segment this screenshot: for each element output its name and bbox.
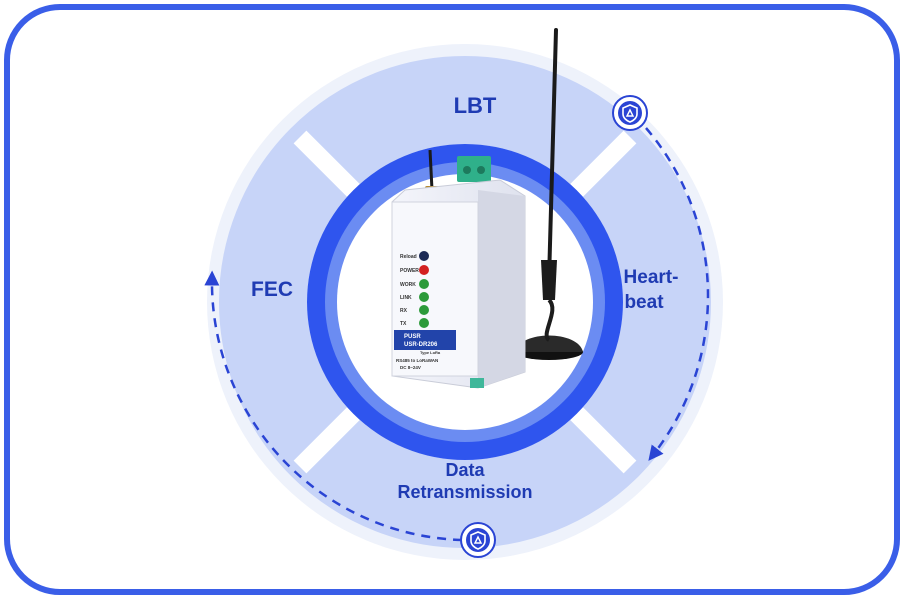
terminal-block xyxy=(457,156,491,182)
segment-band xyxy=(219,56,711,548)
led-label-work: WORK xyxy=(400,282,416,288)
led-work xyxy=(419,279,429,289)
led-label-tx: TX xyxy=(400,321,407,327)
arrow-right-dashed xyxy=(645,127,710,461)
reload-label: Reload xyxy=(400,254,417,260)
lora-device: Reload POWER WORK LINK RX TX PUSR USR-DR… xyxy=(391,149,526,389)
shield-badge-icon xyxy=(612,95,648,131)
segment-label-data: Data xyxy=(445,460,485,480)
segment-label-heartbeat-1: Heart- xyxy=(624,267,679,288)
desc-text-2: DC 8~24V xyxy=(400,365,421,370)
model-label-strip xyxy=(394,330,456,350)
reload-button xyxy=(419,251,429,261)
model-text: USR-DR206 xyxy=(404,342,438,348)
segment-label-heartbeat-2: beat xyxy=(624,292,664,313)
led-power xyxy=(419,265,429,275)
led-label-rx: RX xyxy=(400,308,408,314)
led-label-link: LINK xyxy=(400,295,412,301)
shield-badge-icon xyxy=(460,522,496,558)
model-sub-text: Type LoRa xyxy=(420,350,441,355)
external-antenna xyxy=(502,28,583,366)
brand-text: PUSR xyxy=(404,334,421,340)
led-tx xyxy=(419,318,429,328)
led-rx xyxy=(419,305,429,315)
din-clip xyxy=(470,378,484,388)
arrow-left-dashed xyxy=(204,270,463,542)
segment-label-retransmission: Retransmission xyxy=(397,482,532,502)
segment-label-lbt: LBT xyxy=(454,93,497,118)
segment-label-fec: FEC xyxy=(251,278,293,301)
desc-text-1: RS485 to LoRaWAN xyxy=(396,358,438,363)
led-link xyxy=(419,292,429,302)
led-label-power: POWER xyxy=(400,268,419,274)
